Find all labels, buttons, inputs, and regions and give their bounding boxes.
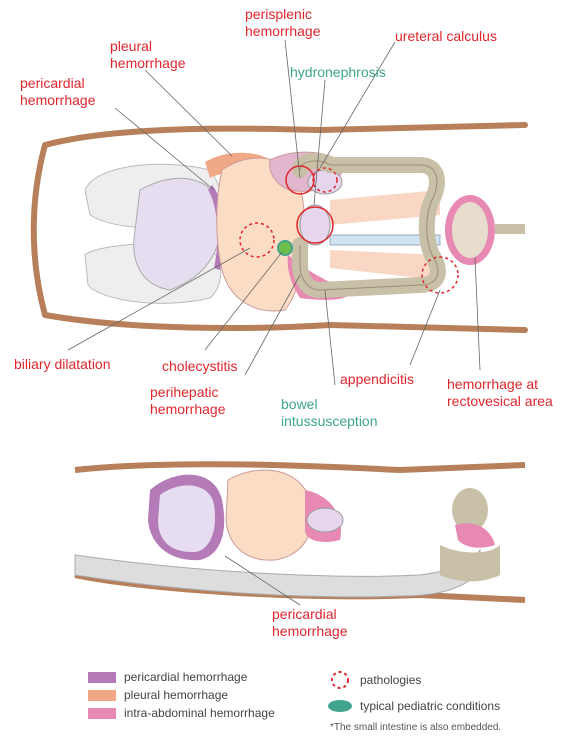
body-outline-top-left <box>34 145 45 315</box>
rectovesical-side <box>455 523 495 548</box>
footnote: *The small intestine is also embedded. <box>330 722 501 733</box>
legend-label-pericardial: pericardial hemorrhage <box>124 670 247 684</box>
pathology-cholecystitis <box>278 241 292 255</box>
liver-side <box>226 470 312 560</box>
heart-side <box>158 485 215 552</box>
label-hydronephrosis: hydronephrosis <box>290 64 386 81</box>
legend-pediatric-icon <box>328 700 352 712</box>
legend-label-pathologies: pathologies <box>360 673 421 687</box>
label-ureteral-calculus: ureteral calculus <box>395 28 497 45</box>
rectum-side <box>440 545 500 581</box>
legend-label-pediatric: typical pediatric conditions <box>360 699 500 713</box>
side-view <box>75 464 525 605</box>
legend-label-intra-abdominal: intra-abdominal hemorrhage <box>124 706 275 720</box>
kidney-side <box>307 508 343 532</box>
legend-swatch-intra-abdominal <box>88 708 116 719</box>
legend-label-pleural: pleural hemorrhage <box>124 688 228 702</box>
legend-swatch-pericardial <box>88 672 116 683</box>
urethra <box>495 224 525 234</box>
label-biliary-dilatation: biliary dilatation <box>14 356 111 373</box>
label-appendicitis: appendicitis <box>340 371 414 388</box>
legend-pathology-icon <box>332 672 348 688</box>
top-view <box>34 40 525 385</box>
bladder <box>452 202 488 258</box>
label-cholecystitis: cholecystitis <box>162 358 237 375</box>
legend-swatch-pleural <box>88 690 116 701</box>
